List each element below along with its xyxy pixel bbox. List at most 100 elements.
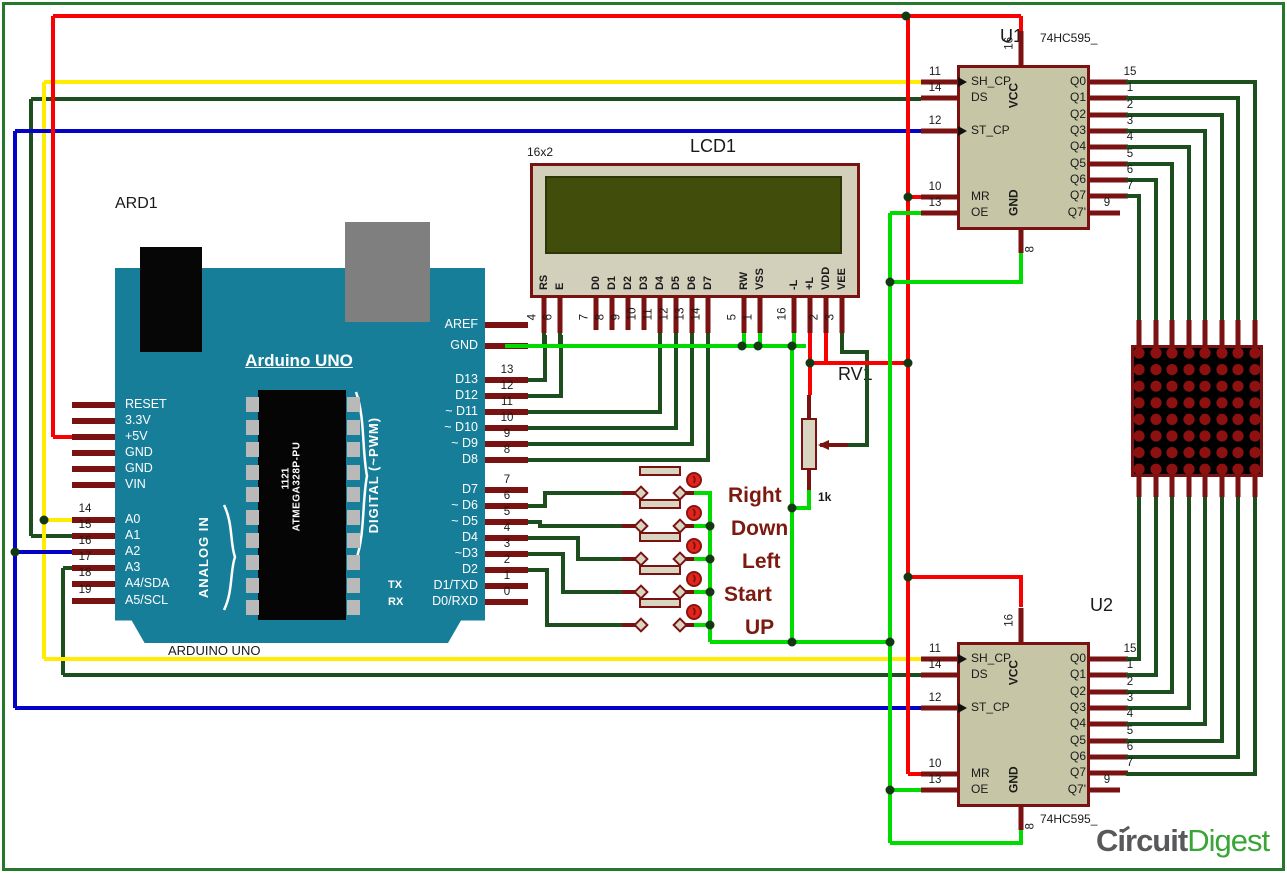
chip-pad	[347, 419, 360, 435]
lcd-pin-num-D3: 10	[626, 307, 639, 321]
u1-pin-num-Q3: 3	[1126, 115, 1134, 127]
led-dot	[1216, 413, 1228, 425]
button-terminal	[633, 485, 649, 501]
arduino-pin-num-12: 12	[500, 380, 514, 392]
lcd-pin-D7: D7	[701, 275, 714, 291]
arduino-pin-label-D0/RXD: D0/RXD	[432, 594, 478, 608]
clock-triangle	[958, 77, 967, 87]
junction-dot	[903, 358, 913, 368]
wire	[528, 335, 563, 398]
u2-pin-num-MR: 10	[928, 758, 942, 770]
led-dot	[1232, 364, 1244, 376]
circuitdigest-logo: CircuitDigest	[1096, 823, 1270, 859]
button-actuator-glyph	[692, 475, 696, 484]
wire	[1126, 113, 1224, 320]
analog-brace	[222, 504, 237, 611]
arduino-pin-label-D9: ~ D9	[451, 436, 478, 450]
junction-dot	[787, 503, 797, 513]
u2-pin-num-Q3: 3	[1126, 692, 1134, 704]
arduino-pin-label-D5: ~ D5	[451, 514, 478, 528]
button-label-Start: Start	[724, 583, 772, 606]
wire	[792, 490, 811, 510]
u2-pin-Q7': Q7'	[1067, 782, 1086, 796]
logo-part1: Circuit	[1096, 823, 1188, 858]
u1-pin-Q5: Q5	[1069, 156, 1086, 170]
u1-pin-num-MR: 10	[928, 181, 942, 193]
led-dot	[1232, 397, 1244, 409]
u1-pin-GND: GND	[1006, 189, 1021, 216]
junction-dot	[885, 277, 895, 287]
u1-pin-num-Q7: 7	[1126, 180, 1134, 192]
led-dot	[1133, 430, 1145, 442]
u1-pin-num-Q1: 1	[1126, 82, 1134, 94]
arduino-pin-label-3.3V-1: 3.3V	[125, 413, 151, 427]
arduino-ref: ARD1	[115, 195, 158, 212]
button-terminal	[633, 617, 649, 633]
led-dot	[1183, 347, 1195, 359]
chip-pad	[246, 510, 259, 525]
button-label-Left: Left	[742, 550, 781, 573]
wire	[1126, 497, 1191, 710]
u2-pin-SH_CP: SH_CP	[971, 651, 1012, 665]
junction-dot	[885, 785, 895, 795]
junction-dot	[39, 515, 49, 525]
arduino-pin-label-D3: ~D3	[454, 546, 478, 560]
arduino-pin-num-A2: 16	[78, 535, 92, 547]
lcd-pin-RS: RS	[537, 274, 550, 291]
arduino-pin-num-A1: 15	[78, 519, 92, 531]
led-dot	[1183, 397, 1195, 409]
rv1-ref: RV1	[838, 364, 873, 384]
arduino-pin-label-A4/SDA: A4/SDA	[125, 576, 170, 590]
arduino-pin-label-+5V-2: +5V	[125, 429, 148, 443]
chip-pad	[347, 600, 360, 616]
button-cap	[639, 598, 681, 608]
u1-pin-Q4: Q4	[1069, 139, 1086, 153]
arduino-pin-label-GND-4: GND	[125, 461, 153, 475]
wire	[1126, 129, 1207, 320]
u2-pin-num-Q7': 9	[1103, 774, 1111, 786]
u1-pin-num-OE: 13	[928, 197, 942, 209]
u2-pin-OE: OE	[971, 782, 989, 796]
lcd-pin-num-RS: 4	[526, 313, 539, 321]
led-dot	[1150, 430, 1162, 442]
junction-dot	[753, 341, 763, 351]
u1-pin-VCC: VCC	[1006, 82, 1021, 109]
arduino-pin-label-D13: D13	[455, 372, 478, 386]
u2-pin-num-GND: 8	[1024, 823, 1037, 830]
arduino-pin-num-6: 6	[503, 490, 511, 502]
lcd-pin-num-VSS: 1	[742, 313, 755, 321]
arduino-pin-num-10: 10	[500, 412, 514, 424]
arduino-pin-num-3: 3	[503, 538, 511, 550]
wire	[1126, 497, 1158, 677]
chip-pad	[347, 464, 360, 480]
led-dot	[1183, 413, 1195, 425]
u2-pin-Q5: Q5	[1069, 733, 1086, 747]
lcd-pin-num-RW: 5	[726, 313, 739, 321]
button-label-UP: UP	[745, 616, 775, 639]
led-dot	[1183, 447, 1195, 459]
u1-pin-num-Q0: 15	[1123, 66, 1137, 78]
tx-label: TX	[388, 579, 403, 591]
led-dot	[1133, 364, 1145, 376]
u1-pin-OE: OE	[971, 205, 989, 219]
u1-pin-DS: DS	[971, 90, 988, 104]
u1-pin-Q2: Q2	[1069, 107, 1086, 121]
led-dot	[1199, 380, 1211, 392]
arduino-pin-num-1: 1	[503, 570, 511, 582]
arduino-pin-num-9: 9	[503, 428, 511, 440]
led-dot	[1199, 447, 1211, 459]
arduino-pin-num-4: 4	[503, 522, 511, 534]
arduino-pin-label-D8: D8	[462, 452, 478, 466]
button-cap	[639, 466, 681, 476]
arduino-pin-num-A4/SDA: 18	[78, 567, 92, 579]
lcd-size-label: 16x2	[527, 145, 554, 159]
junction-dot	[10, 547, 20, 557]
lcd-pin-num-D6: 13	[674, 307, 687, 321]
u1-pin-num-Q4: 4	[1126, 131, 1134, 143]
led-dot	[1216, 463, 1228, 475]
u1-pin-Q7: Q7	[1069, 188, 1086, 202]
lcd-pin-D4: D4	[653, 275, 666, 291]
wire	[1126, 497, 1141, 661]
u2-pin-num-Q7: 7	[1126, 757, 1134, 769]
